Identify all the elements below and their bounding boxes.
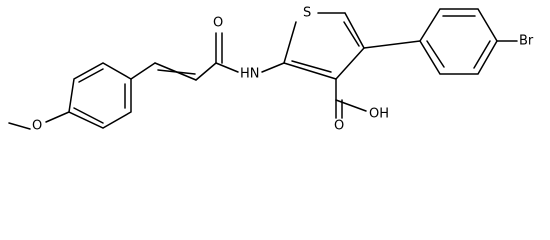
label-carboxyl-oxygen: O [334, 119, 344, 134]
bond-bromophenyl-ring-double-3 [426, 40, 445, 68]
bond-ring-vinyl [130, 62, 156, 80]
bond-methyl-o [8, 122, 31, 130]
bond-thiophene-c5-c4 [344, 12, 365, 49]
bond-thiophene-c3-c2-double [291, 60, 332, 73]
chemical-structure: S Br O OH O HN O [8, 6, 534, 134]
label-amide-nitrogen: HN [240, 67, 260, 82]
bond-methoxyphenyl-ring-double-1 [78, 68, 104, 83]
structure-canvas: S Br O OH O HN O [8, 5, 534, 134]
label-bromine: Br [519, 34, 534, 49]
label-amide-oxygen: O [213, 16, 223, 31]
bond-o-ring [45, 111, 70, 123]
label-ether-oxygen: O [32, 119, 42, 134]
bond-n-thiophene [261, 62, 285, 73]
bond-thiophene-bromophenyl [363, 40, 421, 49]
bond-bromophenyl-ring-double-2 [473, 40, 491, 69]
bond-thiophene-c2-s [283, 21, 297, 64]
bond-carboxyl-oh [335, 99, 367, 112]
bond-bromophenyl-ring [419, 8, 498, 75]
bond-vinyl-carbonyl [195, 62, 217, 81]
label-hydroxyl: OH [369, 107, 389, 122]
bond-thiophene-c4-c3 [335, 47, 365, 80]
bond-vinyl-double-b [157, 69, 196, 75]
bond-thiophene-c5-c4-double [343, 21, 360, 47]
bond-methoxyphenyl-ring [68, 62, 132, 129]
bonds [8, 8, 518, 130]
bond-carbonyl-n [215, 62, 239, 73]
atom-labels: S Br O OH O HN O [32, 6, 534, 134]
label-sulfur: S [303, 6, 311, 21]
bond-methoxyphenyl-ring-double-3 [73, 107, 104, 124]
bond-thiophene-c3-c2 [283, 62, 337, 80]
